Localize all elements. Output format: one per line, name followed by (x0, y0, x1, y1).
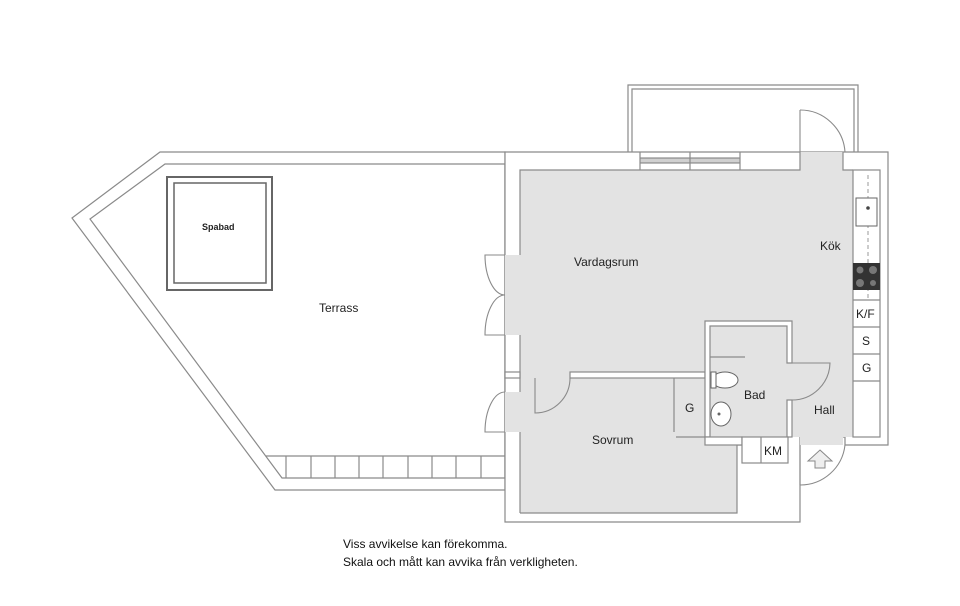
room-label-wardrobe-bedroom: G (685, 401, 695, 415)
disclaimer-line-2: Skala och mått kan avvika från verklighe… (343, 555, 578, 569)
room-label-terrace: Terrass (319, 301, 359, 315)
terrace-outer-wall (71, 151, 506, 491)
label-fridge: K/F (856, 307, 875, 321)
balcony (627, 84, 859, 152)
doors (484, 109, 846, 486)
spa-tub (166, 176, 273, 291)
room-label-laundry: KM (764, 444, 782, 458)
room-label-spa: Spabad (202, 222, 235, 232)
room-label-hall: Hall (814, 403, 835, 417)
laundry-box (741, 436, 789, 464)
entrance-arrow-icon (806, 449, 834, 469)
room-label-living: Vardagsrum (574, 255, 639, 269)
terrace-inner-wall (89, 163, 506, 479)
room-label-bedroom: Sovrum (592, 433, 634, 447)
bedroom-wall (569, 371, 706, 379)
disclaimer-line-1: Viss avvikelse kan förekomma. (343, 537, 508, 551)
label-wardrobe-hall: G (862, 361, 872, 375)
window (639, 152, 741, 170)
toilet-icon (710, 371, 739, 389)
stove-icon (853, 263, 880, 290)
room-label-bathroom: Bad (744, 388, 766, 402)
sink-icon (710, 401, 732, 427)
interior-floor (505, 152, 853, 513)
kitchen-sink-icon (855, 197, 878, 227)
room-label-kitchen: Kök (820, 239, 841, 253)
terrace-steps (266, 455, 505, 478)
label-storage: S (862, 334, 871, 348)
kitchen-counter (852, 169, 881, 438)
